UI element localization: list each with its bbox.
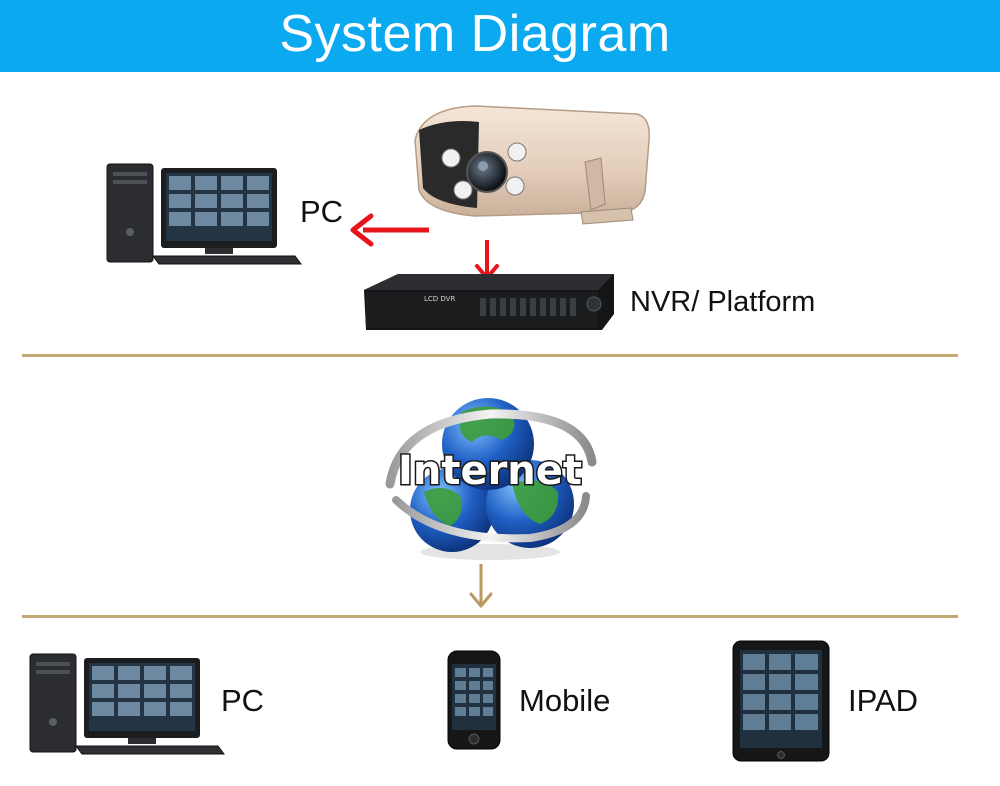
arrow-left-icon — [350, 213, 429, 247]
divider-bottom — [22, 615, 958, 618]
pc-computer-icon-bottom — [29, 653, 225, 755]
pc-label-top: PC — [300, 194, 344, 229]
diagram-title: System Diagram — [279, 5, 671, 63]
header-bar: System Diagram — [0, 0, 1000, 72]
internet-label: Internet — [398, 448, 582, 494]
divider-top — [22, 354, 958, 357]
tablet-ipad-icon — [732, 640, 830, 762]
nvr-recorder-icon: LCD DVR — [364, 274, 614, 330]
ipad-label: IPAD — [848, 683, 919, 718]
mobile-phone-icon — [447, 650, 501, 750]
pc-computer-icon — [106, 163, 302, 265]
nvr-platform-label: NVR/ Platform — [630, 286, 816, 318]
nvr-brand-text: LCD DVR — [424, 295, 455, 303]
internet-globe-icon: Internet — [385, 398, 597, 560]
arrow-down-gold-icon — [469, 564, 493, 608]
ip-camera-icon — [414, 105, 650, 225]
pc-label-bottom: PC — [221, 683, 265, 718]
mobile-label: Mobile — [519, 683, 611, 718]
